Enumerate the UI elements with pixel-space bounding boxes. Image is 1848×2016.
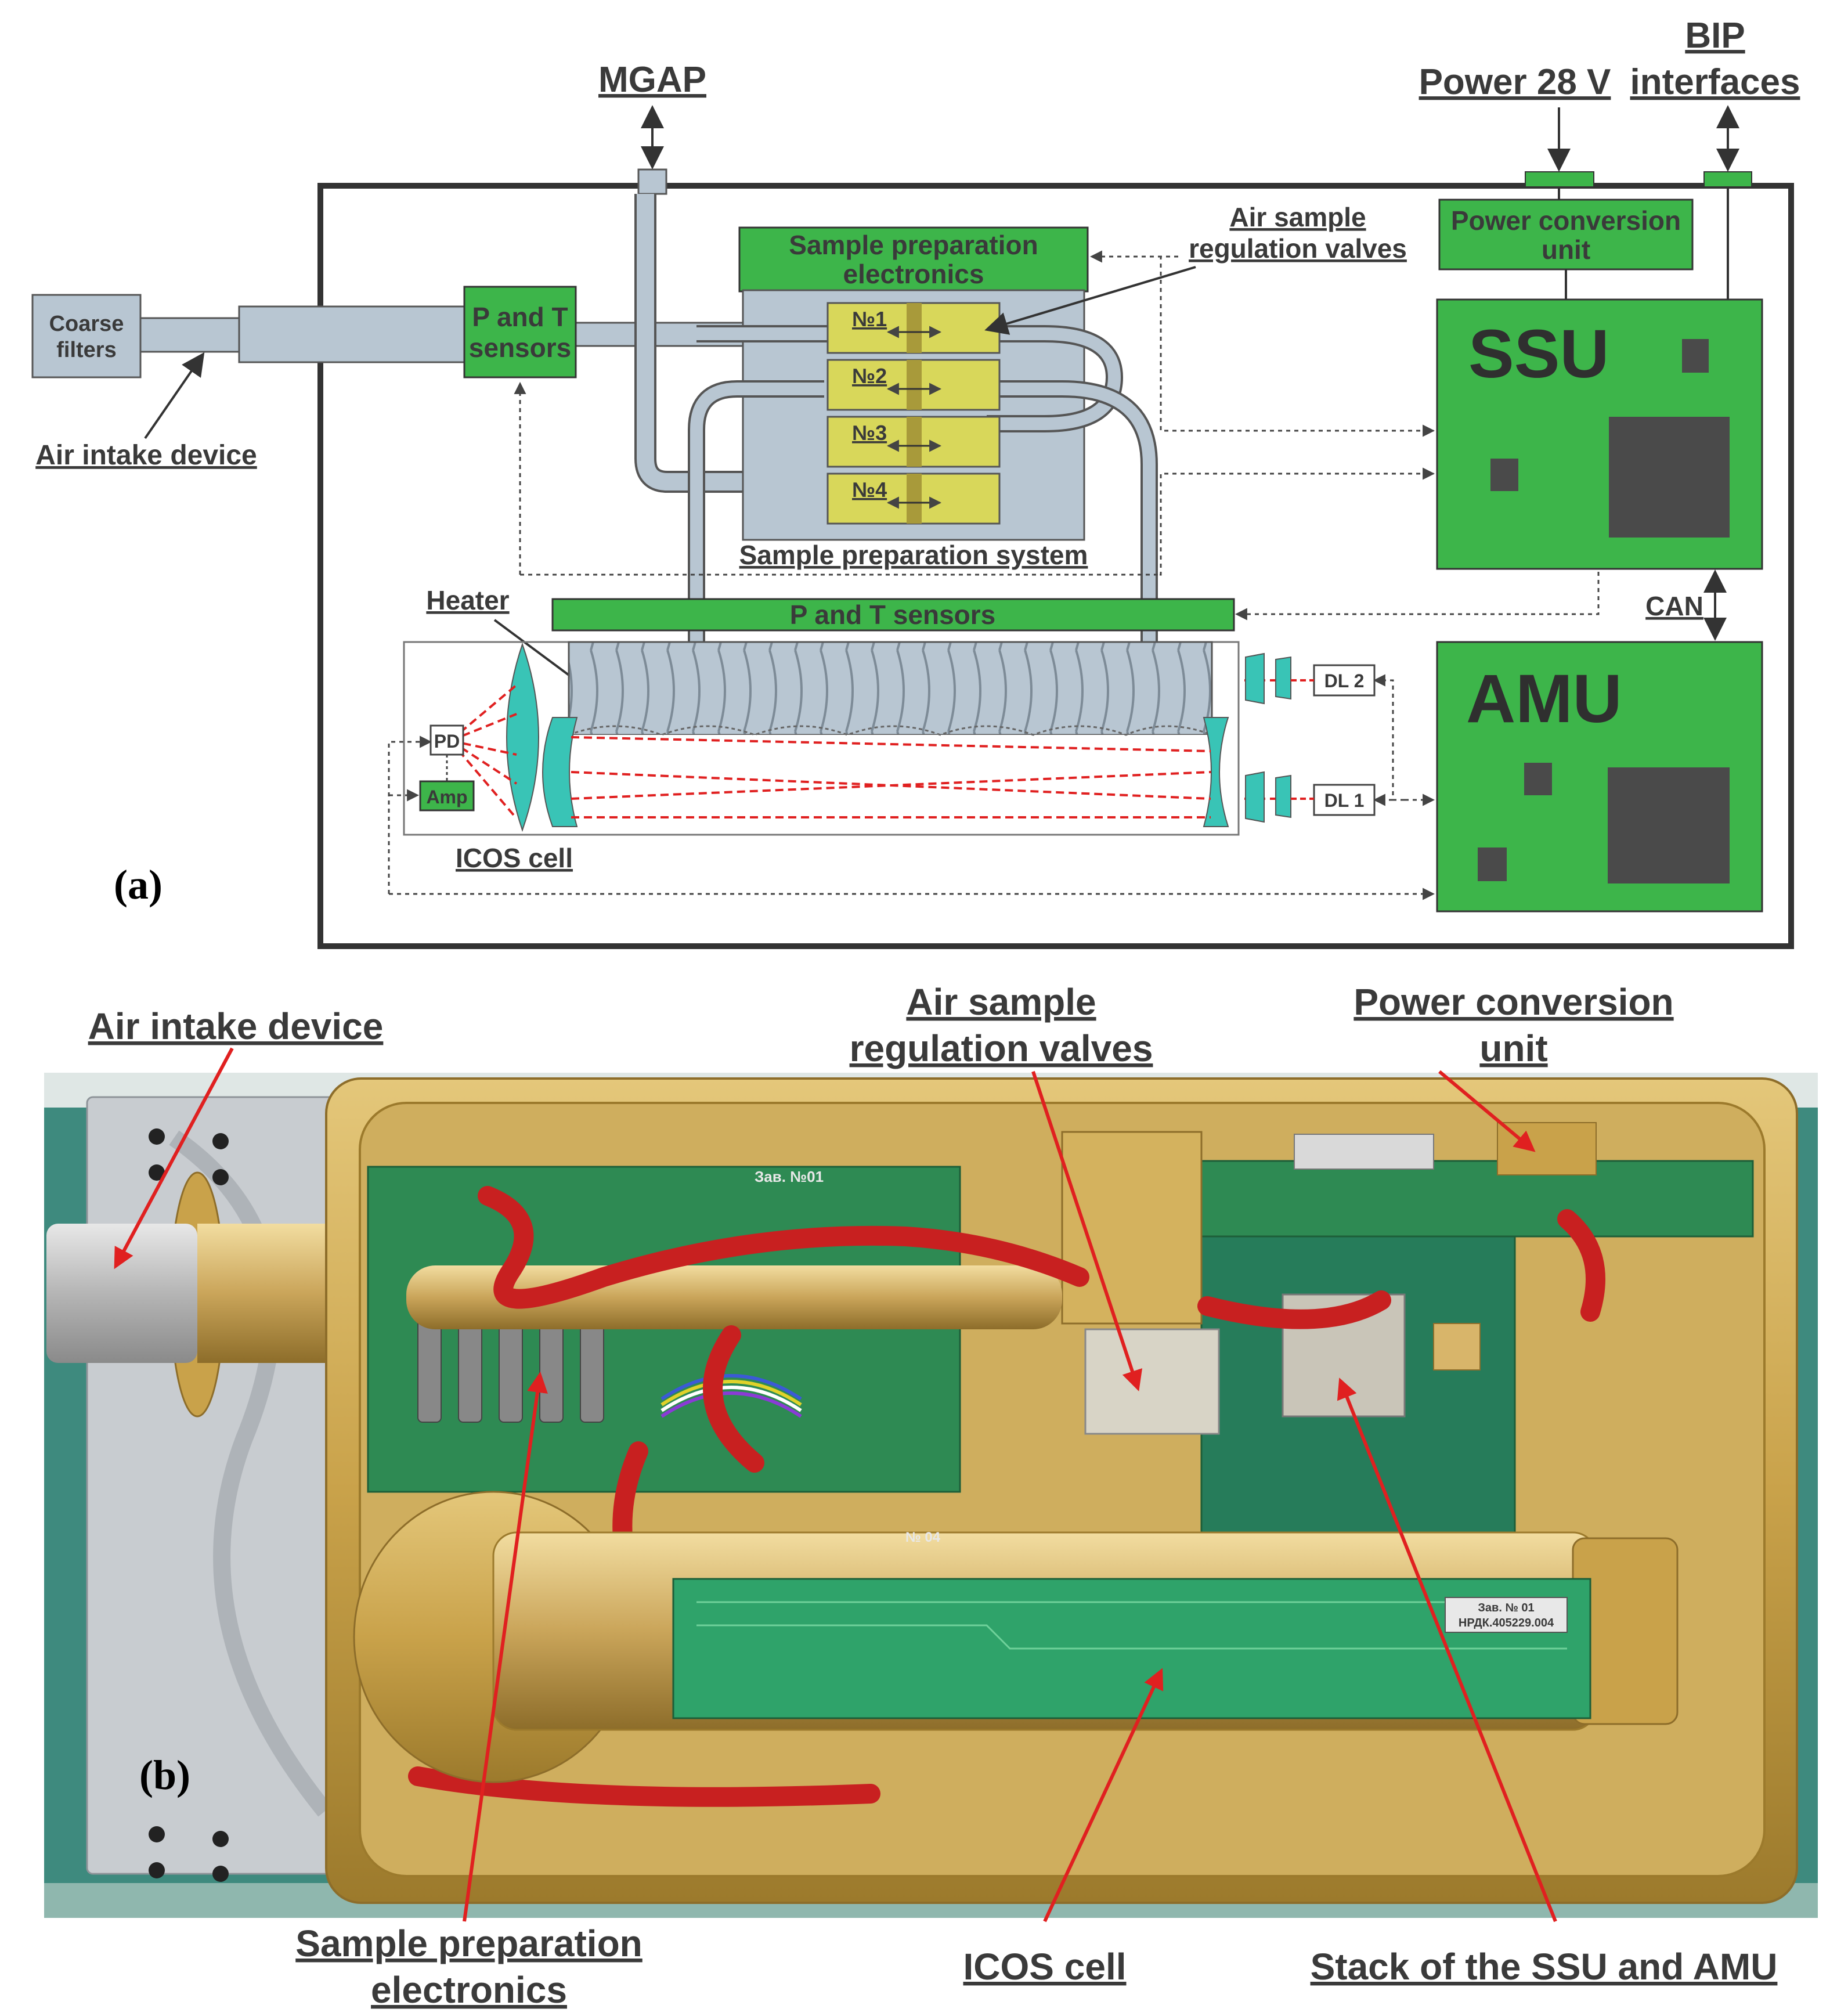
amu-chip-small-1 xyxy=(1524,763,1552,795)
board-tag-line1: Зав. № 01 xyxy=(1478,1602,1534,1614)
amu-chip-small-2 xyxy=(1478,847,1507,881)
board-stamp-1: Зав. №01 xyxy=(755,1168,824,1185)
icos-cell-label-a: ICOS cell xyxy=(456,843,573,873)
icos-cell-heater-coil xyxy=(568,641,1213,736)
mgap-label: MGAP xyxy=(598,60,706,100)
dl1-optics xyxy=(1245,771,1291,823)
sample-prep-electronics-label-1: Sample preparation xyxy=(789,230,1038,260)
valve-1-label: №1 xyxy=(852,307,887,331)
ssu-board: SSU xyxy=(1436,298,1763,570)
pt-sensors-bottom xyxy=(551,598,1235,632)
instrument-frame xyxy=(317,183,1794,949)
pd-label: PD xyxy=(434,731,460,752)
power-28v-label: Power 28 V xyxy=(1419,62,1611,102)
coarse-filters-box xyxy=(31,294,142,378)
valve-2-label: №2 xyxy=(852,364,887,388)
ssu-chip-small-1 xyxy=(1682,339,1709,373)
amu-board: AMU xyxy=(1436,641,1763,913)
valve-2: №2 xyxy=(826,359,1001,411)
control-lines xyxy=(388,250,1600,900)
power-conversion-unit xyxy=(1438,199,1694,271)
valve-3-label: №3 xyxy=(852,421,887,445)
board-tag xyxy=(1445,1597,1568,1633)
stack-ssu-amu-label: Stack of the SSU and AMU xyxy=(1311,1946,1778,1988)
dl2-box xyxy=(1313,664,1376,697)
air-sample-valves-label-b-1: Air sample xyxy=(906,981,1096,1023)
icos-cell-body xyxy=(569,735,1212,827)
icos-mirror-left xyxy=(542,717,578,827)
pt-sensors-top xyxy=(463,286,577,378)
capacitor-row xyxy=(417,1311,604,1423)
intake-duct-wide xyxy=(238,305,465,363)
ssu-label: SSU xyxy=(1468,316,1609,392)
intake-duct-narrow xyxy=(139,317,240,353)
board-stamp-2: № 04 xyxy=(905,1530,941,1545)
dl2-optics xyxy=(1245,652,1291,705)
bip-connector xyxy=(1703,171,1752,187)
sample-prep-system-label: Sample preparation system xyxy=(739,540,1088,570)
panel-b-letter: (b) xyxy=(139,1752,190,1798)
can-label: CAN xyxy=(1645,591,1703,621)
dl1-label: DL 1 xyxy=(1324,790,1365,811)
power-conversion-board xyxy=(1200,1160,1754,1238)
power-conversion-unit-label-b-1: Power conversion xyxy=(1353,981,1673,1023)
amp-label: Amp xyxy=(426,787,467,807)
ssu-chip-small-2 xyxy=(1490,459,1518,491)
pt-sensors-top-label-1: P and T xyxy=(472,302,568,332)
focusing-lens xyxy=(506,642,539,832)
mgap-connector xyxy=(637,168,667,195)
ssu-chip-large xyxy=(1609,417,1730,538)
valve-4-label: №4 xyxy=(852,478,887,502)
valve-3: №3 xyxy=(826,416,1001,468)
valve-1: №1 xyxy=(826,302,1001,354)
dl2-label: DL 2 xyxy=(1324,670,1365,691)
board-tag-line2: НРДК.405229.004 xyxy=(1459,1617,1554,1629)
bip-label-line2: interfaces xyxy=(1630,62,1800,102)
amu-label: AMU xyxy=(1466,661,1622,737)
amu-chip-large xyxy=(1608,767,1730,883)
sample-prep-electronics-label-b-2: electronics xyxy=(371,1969,567,2011)
air-sample-valves-label-2: regulation valves xyxy=(1189,233,1407,264)
power-conversion-unit-label-1: Power conversion xyxy=(1451,205,1681,236)
air-intake-device-label: Air intake device xyxy=(35,440,257,471)
valve-4: №4 xyxy=(826,473,1001,525)
air-sample-valves-label-1: Air sample xyxy=(1229,202,1366,232)
heater-label: Heater xyxy=(426,585,509,615)
air-intake-pointer xyxy=(144,352,205,439)
photo-pointers xyxy=(114,1047,1557,1923)
sample-prep-electronics-label-2: electronics xyxy=(843,259,984,289)
valve-block-photo xyxy=(1084,1328,1220,1435)
air-intake-device-label-b: Air intake device xyxy=(88,1005,384,1047)
sample-prep-electronics-label-b-1: Sample preparation xyxy=(295,1923,643,1964)
power-conversion-unit-label-2: unit xyxy=(1542,235,1590,265)
power-conversion-unit-label-b-2: unit xyxy=(1479,1027,1547,1069)
panel-a: MGAP Power 28 V BIP interfaces Coarse fi… xyxy=(31,16,1800,949)
icos-cell-label-b: ICOS cell xyxy=(963,1946,1127,1988)
coarse-filters-label-1: Coarse xyxy=(49,312,124,336)
power-connector xyxy=(1525,171,1594,187)
coarse-filters-label-2: filters xyxy=(56,338,116,362)
air-sample-valves-label-b-2: regulation valves xyxy=(850,1027,1153,1069)
dl1-box xyxy=(1313,784,1376,816)
red-cables xyxy=(408,1186,1605,1807)
pt-sensors-top-label-2: sensors xyxy=(469,333,571,363)
pt-sensors-bottom-label: P and T sensors xyxy=(790,600,996,630)
bip-label-line1: BIP xyxy=(1685,16,1745,56)
intake-tube xyxy=(46,1224,197,1363)
panel-a-letter: (a) xyxy=(114,861,163,908)
amplifier-box xyxy=(419,780,475,812)
ribbon-wires xyxy=(660,1374,802,1418)
air-sample-valves-pointer xyxy=(984,266,1196,335)
panel-b: Air intake device Air sample regulation … xyxy=(44,981,1818,2011)
